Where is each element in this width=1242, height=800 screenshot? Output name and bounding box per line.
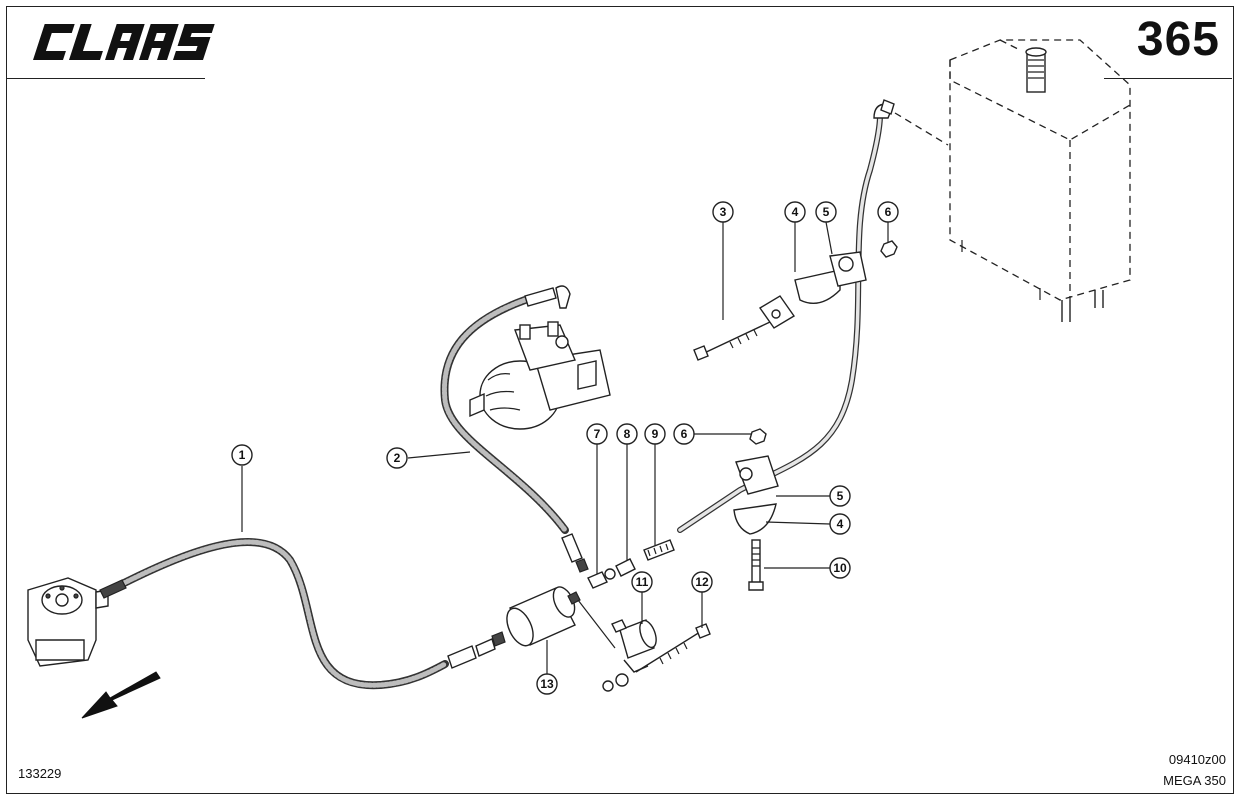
drawing-number: 133229 <box>18 766 62 781</box>
callout-1: 1 <box>231 444 253 466</box>
svg-text:6: 6 <box>885 205 892 219</box>
callout-7: 7 <box>586 423 608 445</box>
clamp-5-lower <box>735 455 779 495</box>
svg-text:13: 13 <box>540 677 554 691</box>
clamp-5-upper <box>829 251 867 287</box>
svg-text:5: 5 <box>837 489 844 503</box>
svg-text:9: 9 <box>652 427 659 441</box>
leader-lines <box>241 221 889 674</box>
bracket-11 <box>611 619 657 673</box>
svg-text:4: 4 <box>792 205 799 219</box>
fitting-7 <box>587 568 616 589</box>
model-name: MEGA 350 <box>1163 773 1226 788</box>
arrow-direction-icon <box>81 671 161 719</box>
callout-6-lower: 6 <box>673 423 695 445</box>
nut-6-lower <box>749 428 767 445</box>
callout-5-lower: 5 <box>829 485 851 507</box>
callout-3: 3 <box>712 201 734 223</box>
svg-text:5: 5 <box>823 205 830 219</box>
callout-10: 10 <box>829 557 851 579</box>
header-rule-right <box>1104 78 1232 79</box>
callout-11: 11 <box>631 571 653 593</box>
drawing-code: 09410z00 <box>1168 752 1226 767</box>
fitting-8 <box>615 558 636 577</box>
callout-9: 9 <box>644 423 666 445</box>
callout-4-upper: 4 <box>784 201 806 223</box>
callout-8: 8 <box>616 423 638 445</box>
svg-text:12: 12 <box>695 575 709 589</box>
leader-13-extra <box>577 599 616 649</box>
steel-pipe <box>677 99 895 533</box>
part-13-filter <box>506 586 581 647</box>
page-number: 365 <box>1136 13 1220 66</box>
svg-text:4: 4 <box>837 517 844 531</box>
callout-6-upper: 6 <box>877 201 899 223</box>
callout-2: 2 <box>386 447 408 469</box>
hydraulic-pump-icon <box>469 321 611 430</box>
fitting-9 <box>643 539 675 561</box>
oil-tank-icon <box>949 39 1131 322</box>
callout-4-lower: 4 <box>829 513 851 535</box>
drawing-frame <box>6 6 1234 794</box>
nut-6-upper <box>880 240 898 258</box>
svg-text:10: 10 <box>833 561 847 575</box>
header-rule-left <box>7 78 205 79</box>
svg-text:2: 2 <box>394 451 401 465</box>
svg-text:6: 6 <box>681 427 688 441</box>
callout-5-upper: 5 <box>815 201 837 223</box>
callout-13: 13 <box>536 673 558 695</box>
hose-1 <box>99 538 506 690</box>
brand-logo <box>33 24 215 60</box>
clamp-4-upper <box>794 269 841 304</box>
svg-text:3: 3 <box>720 205 727 219</box>
clamp-block-upper <box>758 295 796 329</box>
bolt-10 <box>748 539 764 591</box>
steering-unit-icon <box>27 577 109 667</box>
bolt-12 <box>602 623 711 692</box>
svg-text:8: 8 <box>624 427 631 441</box>
svg-text:7: 7 <box>594 427 601 441</box>
clamp-4-lower <box>733 503 777 535</box>
svg-text:1: 1 <box>239 448 246 462</box>
callout-12: 12 <box>691 571 713 593</box>
tank-connection-line <box>894 112 949 146</box>
hose-2 <box>440 285 589 573</box>
svg-text:11: 11 <box>636 575 649 589</box>
bolt-3 <box>693 321 771 361</box>
